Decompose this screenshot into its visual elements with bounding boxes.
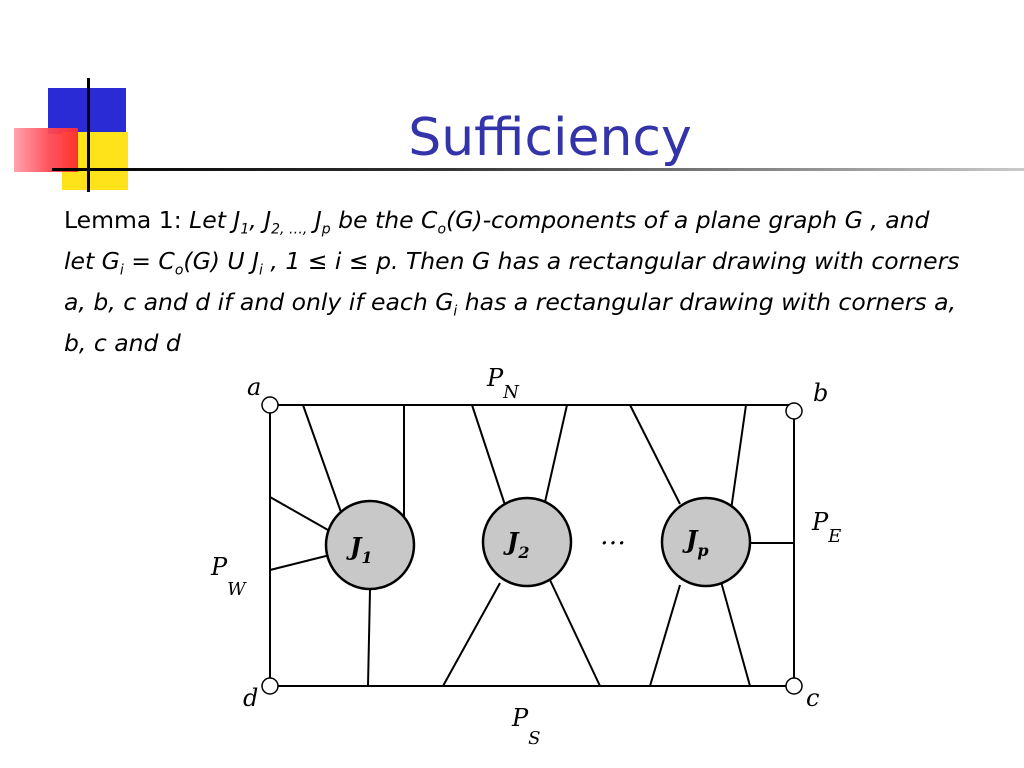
decor-vertical-line (87, 78, 90, 192)
slide-title: Sufficiency (408, 108, 692, 168)
lemma-label: Lemma 1: (64, 206, 182, 234)
corner-vertex-b (785, 402, 803, 420)
lemma-text: Lemma 1: Let J1, J2, …, Jp be the Co(G)-… (64, 200, 964, 364)
path-label-south: PS (511, 704, 541, 749)
path-label-north: PN (486, 364, 520, 403)
corner-label-b: b (813, 379, 828, 407)
corner-label-d: d (243, 684, 258, 712)
corner-vertex-d (261, 677, 279, 695)
component-j1 (324, 499, 416, 591)
path-label-west: PW (210, 553, 247, 600)
decor-red-square (14, 128, 78, 172)
corner-vertex-a (261, 396, 279, 414)
j2-label: J2 (503, 527, 530, 562)
ellipsis: … (600, 521, 626, 551)
jp-label: Jp (682, 525, 709, 560)
path-label-east: PE (811, 508, 841, 547)
corner-label-a: a (247, 373, 261, 401)
title-underline (52, 168, 1024, 171)
corner-label-c: c (806, 684, 819, 712)
outer-rectangle (269, 404, 795, 687)
corner-vertex-c (785, 677, 803, 695)
j1-label: J1 (346, 532, 373, 567)
lemma-statement: Let J1, J2, …, Jp be the Co(G)-component… (64, 206, 960, 357)
component-jp (660, 496, 752, 588)
component-j2 (481, 496, 573, 588)
